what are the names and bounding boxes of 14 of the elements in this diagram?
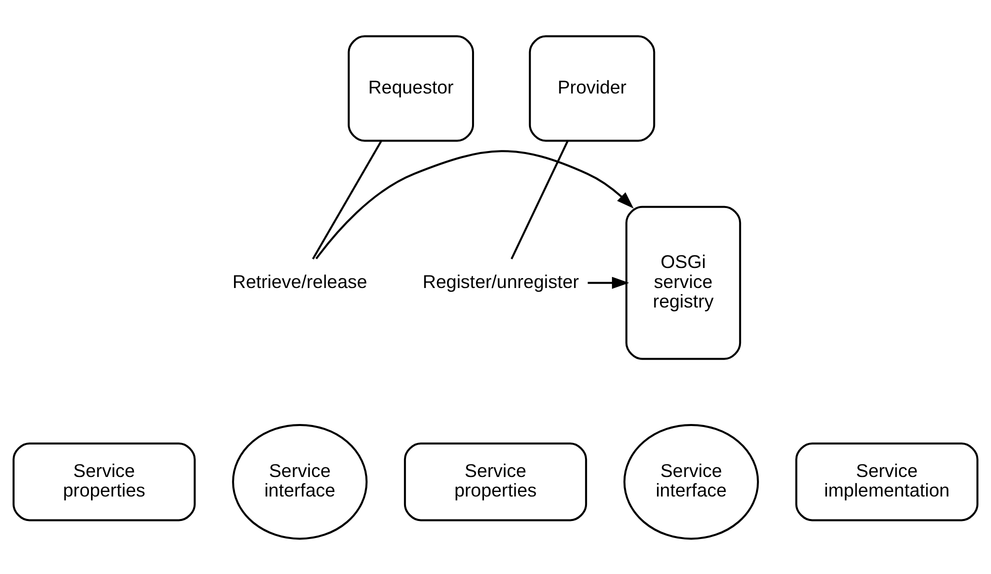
node-box: Service properties — [12, 442, 196, 521]
node-box: OSGi service registry — [625, 205, 742, 360]
node-box: Service implementation — [795, 442, 978, 521]
connector — [510, 140, 568, 259]
node-ellipse: Service interface — [232, 424, 368, 540]
node-text: Register/unregister — [422, 270, 579, 292]
arrow — [315, 150, 634, 259]
node-text: Retrieve/release — [232, 270, 368, 292]
node-ellipse: Service interface — [623, 424, 759, 540]
node-box: Provider — [528, 34, 656, 142]
node-box: Service properties — [404, 442, 588, 521]
connector — [312, 140, 382, 259]
node-box: Requestor — [348, 34, 474, 142]
arrow — [588, 276, 630, 288]
